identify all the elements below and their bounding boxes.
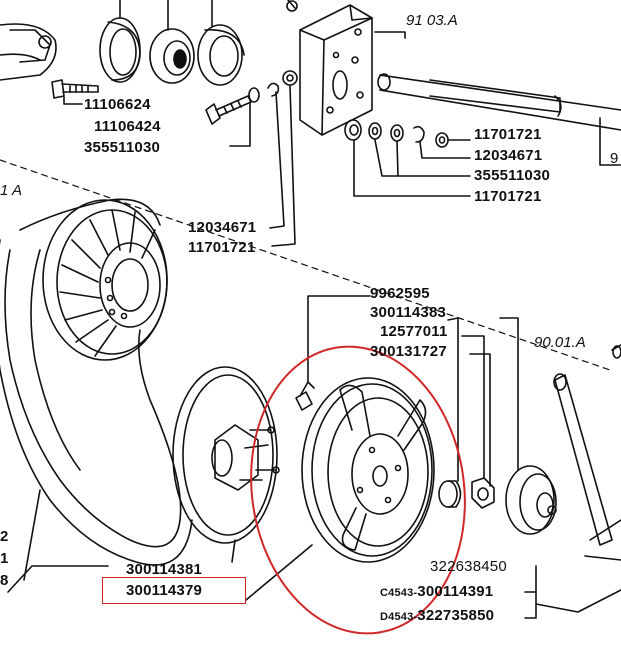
leader-300114379 — [245, 544, 313, 601]
ref-label-90-01-a: 90.01.A — [534, 334, 586, 351]
part-300114379: 300114379 — [126, 582, 203, 599]
idler-pulley — [499, 317, 557, 535]
part-12577011: 12577011 — [380, 323, 448, 340]
edge-fragment-a: 2 — [0, 528, 9, 545]
spacer-300114383 — [438, 317, 462, 508]
part-355511030-right: 355511030 — [474, 167, 551, 184]
part-322735850: D4543-322735850 — [380, 607, 494, 624]
part-322638450: 322638450 — [430, 558, 507, 575]
part-300114381: 300114381 — [126, 561, 203, 578]
ref-label-91-03-a: 91 03.A — [406, 12, 458, 29]
grease-nipple — [295, 295, 371, 411]
part-11106624: 11106624 — [84, 96, 151, 113]
edge-fragment-b: 1 — [0, 550, 9, 567]
support-arm — [553, 344, 621, 561]
section-divider — [0, 159, 611, 371]
part-11701721-mid: 11701721 — [188, 239, 256, 256]
ref-label-1-a: 1 A — [0, 182, 22, 199]
seal-ring — [99, 17, 141, 83]
bearing — [149, 28, 195, 84]
spoked-pulley — [42, 199, 168, 361]
cover-ring — [197, 24, 245, 86]
part-300114391: C4543-300114391 — [380, 583, 493, 600]
nut-12577011 — [461, 335, 495, 509]
mounting-plate — [299, 4, 373, 136]
prefix-d4543: D4543- — [380, 611, 418, 623]
part-9962595: 9962595 — [370, 285, 430, 302]
part-300114391-number: 300114391 — [417, 583, 494, 600]
main-pulley — [301, 377, 435, 563]
part-322735850-number: 322735850 — [417, 607, 495, 624]
part-11701721-right-1: 11701721 — [474, 126, 542, 143]
bolt-11106624 — [51, 79, 99, 105]
drive-shaft — [374, 31, 621, 166]
ref-label-edge-9: 9 — [610, 150, 619, 167]
washer-row — [344, 119, 449, 148]
part-300131727: 300131727 — [370, 343, 447, 360]
part-300114379-highlight-box — [102, 577, 246, 604]
bolt-11106424 — [205, 87, 260, 147]
prefix-c4543: C4543- — [380, 587, 418, 599]
hub-flange — [211, 424, 280, 491]
part-12034671-right: 12034671 — [474, 147, 543, 164]
part-12034671-mid: 12034671 — [188, 219, 257, 236]
part-11106424: 11106424 — [94, 118, 161, 135]
part-11701721-right-2: 11701721 — [474, 188, 542, 205]
top-left-assembly — [0, 23, 57, 81]
part-300114383: 300114383 — [370, 304, 447, 321]
belt-ring-300114381 — [172, 366, 278, 563]
edge-fragment-c: 8 — [0, 572, 9, 589]
highlight-ellipse — [250, 345, 466, 635]
part-355511030-left: 355511030 — [84, 139, 161, 156]
